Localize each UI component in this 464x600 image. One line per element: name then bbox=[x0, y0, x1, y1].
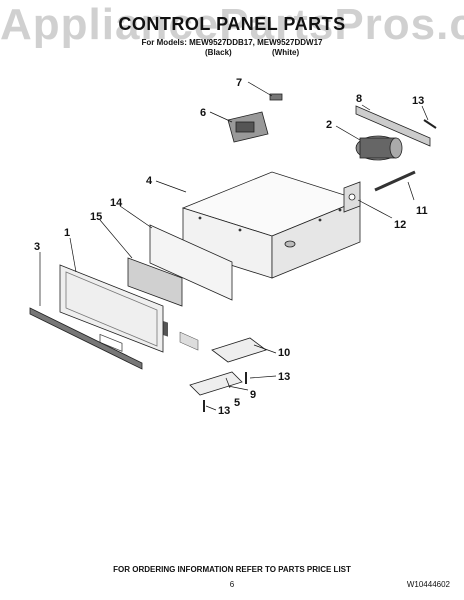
exploded-parts-diagram: 7 6 8 13 2 4 14 15 1 3 11 12 10 13 5 9 1… bbox=[29, 77, 437, 417]
front-control-panel bbox=[59, 264, 164, 353]
callout-1: 1 bbox=[64, 227, 70, 239]
callout-13-top: 13 bbox=[412, 95, 424, 107]
callout-11: 11 bbox=[416, 205, 428, 217]
mounting-plate bbox=[343, 181, 361, 213]
callout-4: 4 bbox=[146, 175, 153, 187]
page-number: 6 bbox=[229, 580, 235, 589]
rear-control-panel bbox=[149, 224, 233, 351]
callout-10: 10 bbox=[278, 347, 290, 359]
callout-8: 8 bbox=[356, 93, 362, 105]
callout-6: 6 bbox=[200, 107, 206, 119]
callout-14: 14 bbox=[110, 197, 123, 209]
fan-bracket bbox=[355, 105, 431, 147]
lower-bracket-10 bbox=[211, 337, 267, 363]
callout-15: 15 bbox=[90, 211, 102, 223]
callout-7: 7 bbox=[236, 77, 242, 89]
wire-harness bbox=[374, 170, 416, 192]
trim-strip bbox=[29, 307, 143, 370]
ordering-note: FOR ORDERING INFORMATION REFER TO PARTS … bbox=[113, 565, 351, 574]
lock-assembly bbox=[227, 111, 269, 143]
page-title: CONTROL PANEL PARTS bbox=[118, 14, 346, 34]
document-number: W10444602 bbox=[406, 580, 450, 589]
callout-9: 9 bbox=[250, 389, 256, 401]
callout-3: 3 bbox=[34, 241, 40, 253]
color-white-label: (White) bbox=[272, 48, 300, 57]
screw-top-right bbox=[423, 119, 437, 129]
callout-2: 2 bbox=[326, 119, 332, 131]
lower-bracket-9 bbox=[189, 371, 243, 396]
control-box-housing bbox=[181, 171, 362, 279]
clip-part bbox=[269, 93, 283, 101]
callout-13-right: 13 bbox=[278, 371, 290, 383]
models-line: For Models: MEW9527DDB17, MEW9527DDW17 bbox=[141, 38, 323, 47]
cooling-fan bbox=[355, 135, 403, 161]
callout-12: 12 bbox=[394, 219, 406, 231]
callout-5: 5 bbox=[234, 397, 240, 409]
callout-13-bottom: 13 bbox=[218, 405, 230, 417]
watermark: AppliancePartsPros.com bbox=[0, 0, 464, 49]
color-black-label: (Black) bbox=[205, 48, 232, 57]
